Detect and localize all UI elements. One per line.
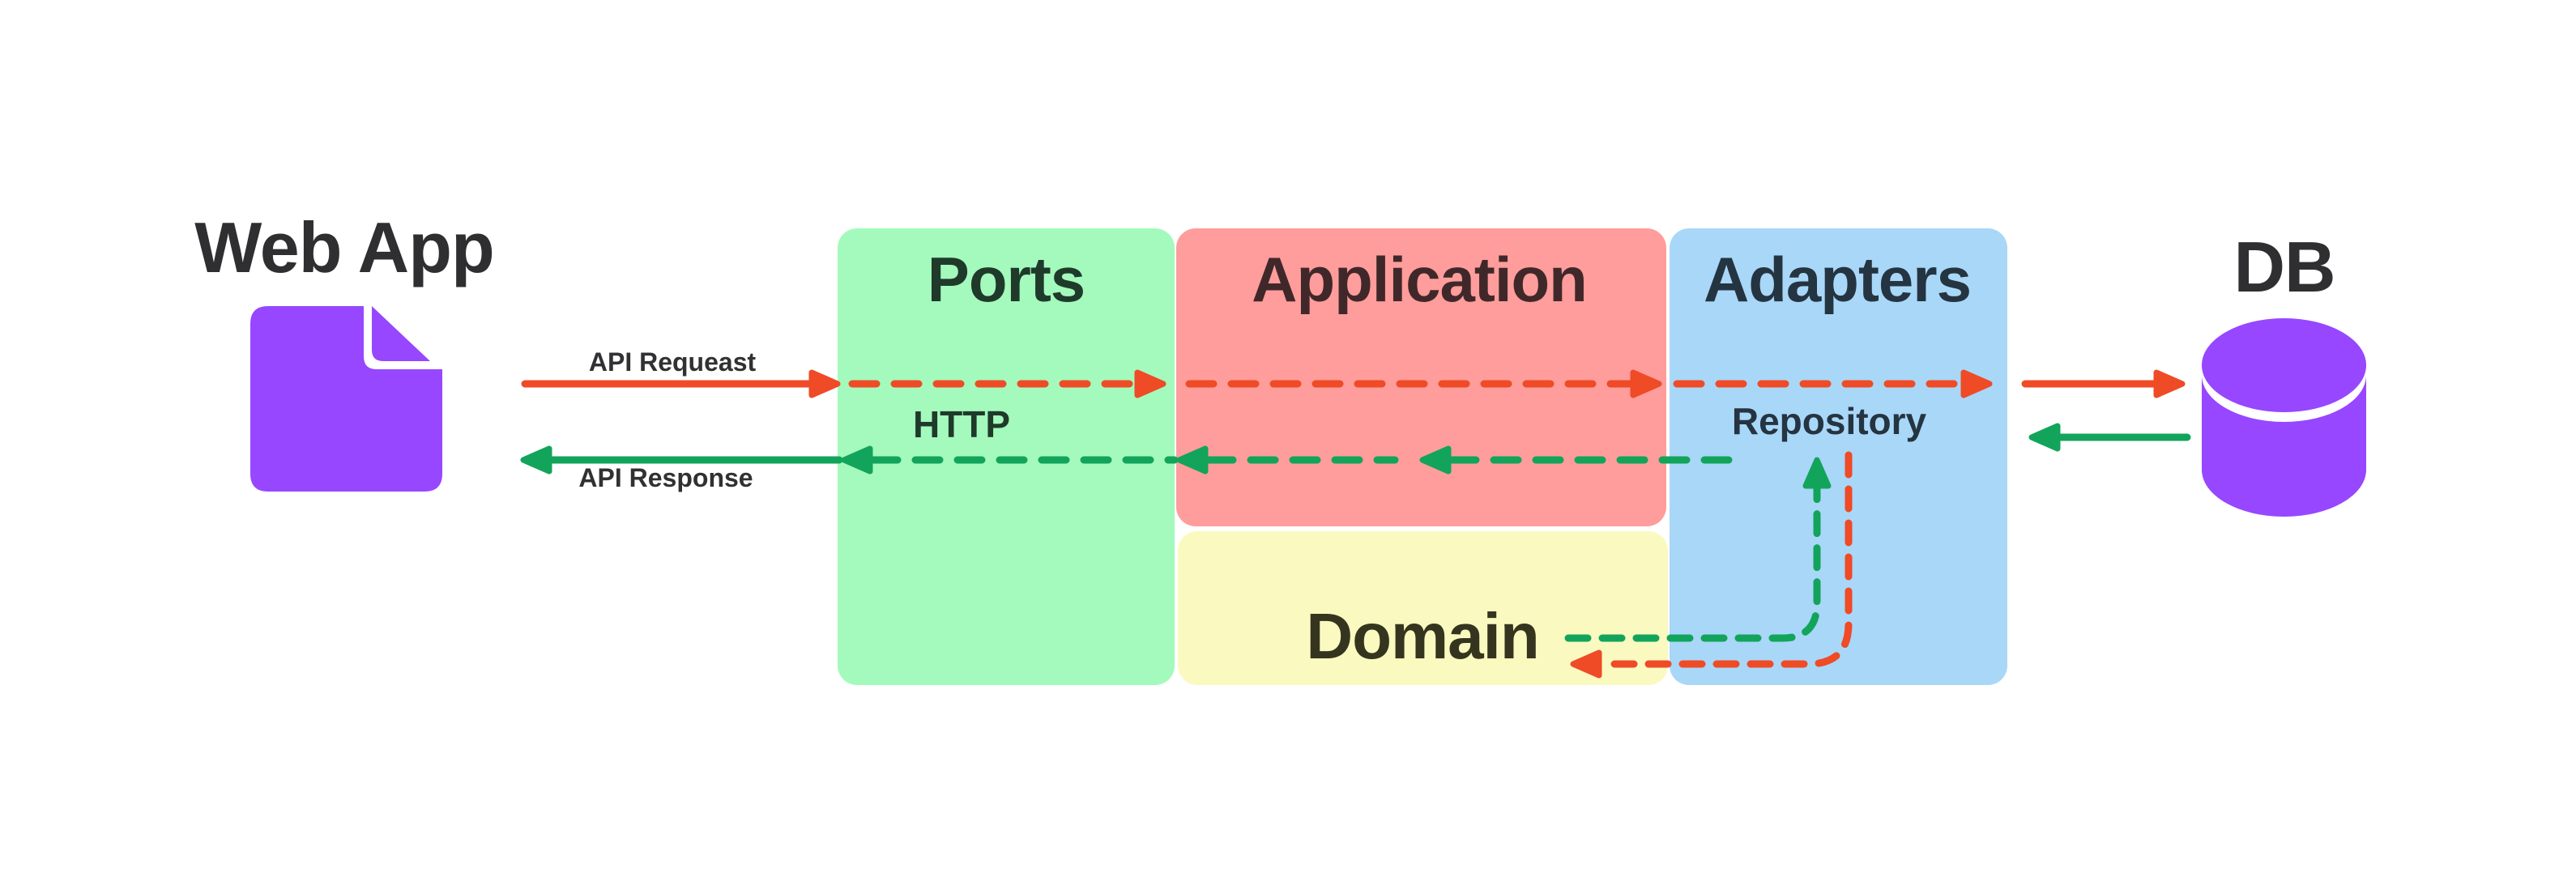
- adapters-title: Adapters: [1703, 244, 1972, 315]
- application-title: Application: [1252, 244, 1588, 315]
- file-body: [250, 306, 442, 492]
- domain-title: Domain: [1306, 600, 1539, 672]
- web-app-file-icon: [250, 306, 442, 492]
- database-top: [2202, 318, 2366, 412]
- web-app-label: Web App: [194, 207, 494, 287]
- database-body: [2202, 375, 2366, 517]
- api-request-label: API Requeast: [588, 347, 757, 377]
- api-response-label: API Response: [578, 463, 753, 492]
- db-label: DB: [2233, 227, 2335, 307]
- file-folded-corner: [372, 306, 430, 361]
- repository-label: Repository: [1731, 400, 1927, 442]
- http-label: HTTP: [912, 403, 1011, 445]
- ports-title: Ports: [927, 244, 1085, 315]
- database-icon: [2202, 318, 2366, 517]
